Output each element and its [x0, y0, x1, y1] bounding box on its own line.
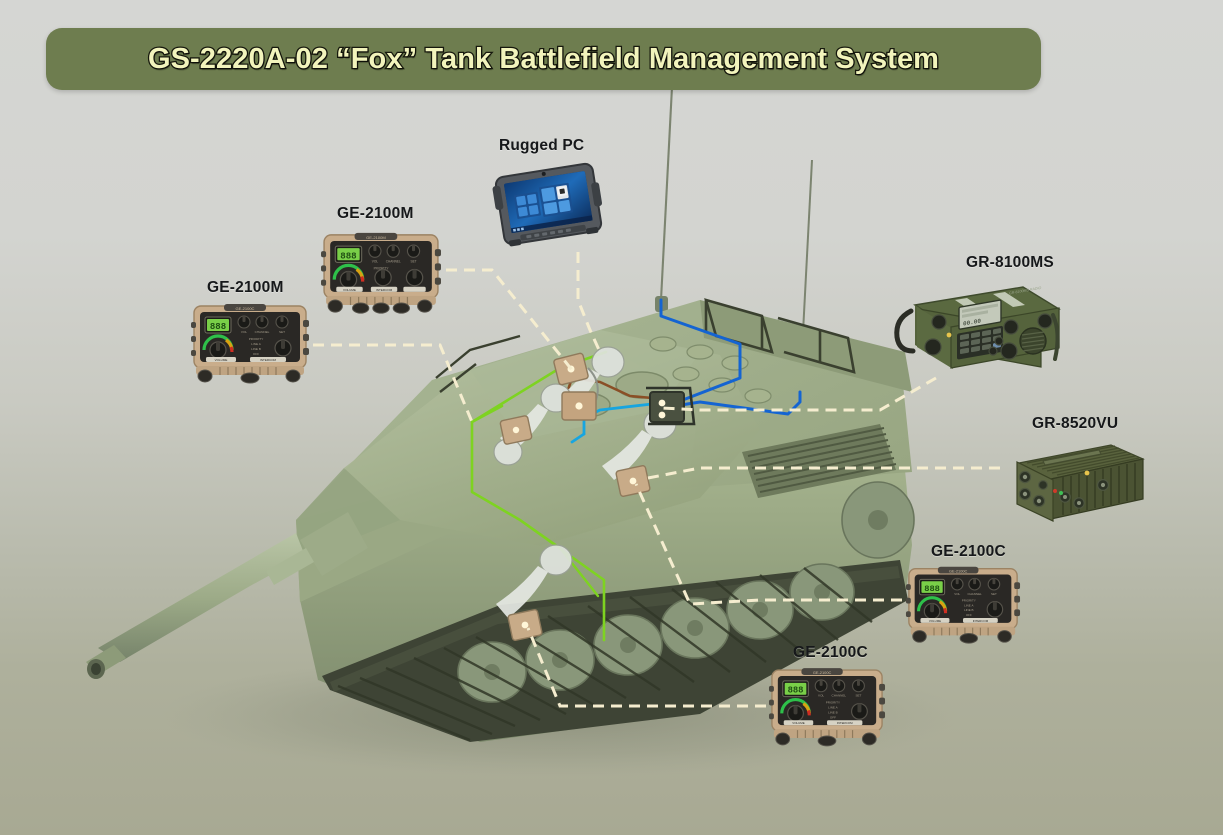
- svg-text:00.00: 00.00: [963, 317, 981, 327]
- callout-lines: [313, 252, 1000, 708]
- callout-line-ge2100m-upper: [446, 268, 574, 371]
- strip-intercom: INTERCOM: [376, 288, 393, 292]
- intercom-unit-graphic: GE-2100C 888 VOL CHANNEL SET: [768, 668, 886, 747]
- power-amplifier-graphic: [1016, 444, 1145, 522]
- label-rugged-pc: Rugged PC: [499, 137, 585, 154]
- svg-text:GR-8100MS RADIO: GR-8100MS RADIO: [1009, 286, 1041, 296]
- device-ge-2100m-left[interactable]: GE-2100C 888 VOL CHANNEL SET: [190, 300, 310, 385]
- callout-line-rugged-pc: [576, 252, 602, 353]
- thermal-sleeve: [266, 548, 314, 585]
- label-ge-2100m-left: GE-2100M: [207, 279, 284, 296]
- svg-text:PRIORITY: PRIORITY: [374, 266, 390, 270]
- strip-volume: VOLUME: [792, 721, 804, 725]
- track-assembly: [322, 481, 915, 742]
- svg-text:CHANNEL: CHANNEL: [967, 592, 982, 596]
- lcd-readout: 888: [788, 686, 804, 696]
- lcd-readout: 888: [924, 584, 940, 594]
- intercom-unit-graphic: GE-2100M 888 VOL CHANNEL SET: [321, 232, 441, 314]
- strip-volume: VOLUME: [929, 619, 941, 623]
- intercom-unit-graphic: GE-2100C 888 VOL CHANNEL SET: [905, 566, 1021, 644]
- main-gun: [86, 512, 368, 679]
- stowage-basket: [704, 298, 856, 374]
- strip-intercom: INTERCOM: [973, 619, 989, 623]
- svg-text:VOL: VOL: [818, 694, 824, 698]
- unit-badge: GE-2100C: [236, 306, 255, 311]
- strip-intercom: INTERCOM: [260, 358, 277, 362]
- fender-right: [700, 300, 912, 392]
- callout-line-ge2100c-bottom: [526, 627, 766, 708]
- label-ge-2100c-right: GE-2100C: [931, 543, 1006, 560]
- intercom-unit-graphic: GE-2100C 888 VOL CHANNEL SET: [191, 304, 309, 384]
- svg-text:LINE B: LINE B: [828, 710, 838, 714]
- unit-badge: GE-2100C: [813, 670, 832, 675]
- svg-text:LINE B: LINE B: [964, 608, 973, 612]
- device-ge-2100m-upper[interactable]: GE-2100M 888 VOL CHANNEL SET: [320, 228, 442, 316]
- svg-text:OFF: OFF: [253, 352, 259, 356]
- strip-intercom: INTERCOM: [837, 721, 853, 725]
- svg-text:SET: SET: [410, 259, 416, 263]
- svg-text:VOL: VOL: [954, 592, 960, 596]
- svg-text:CHANNEL: CHANNEL: [832, 694, 847, 698]
- device-rugged-pc[interactable]: [492, 160, 604, 255]
- svg-text:PRIORITY: PRIORITY: [962, 599, 976, 603]
- svg-text:SET: SET: [279, 330, 285, 334]
- svg-text:OFF: OFF: [966, 613, 972, 617]
- antenna-left: [659, 86, 674, 301]
- device-ge-2100c-bottom[interactable]: GE-2100C 888 VOL CHANNEL SET: [768, 663, 886, 749]
- rugged-tablet-graphic: [492, 162, 603, 247]
- device-ge-2100c-right[interactable]: GE-2100C 888 VOL CHANNEL SET: [905, 562, 1021, 646]
- callout-line-gr8520vu: [647, 466, 1000, 480]
- svg-text:LINE B: LINE B: [251, 347, 261, 351]
- label-ge-2100m-upper: GE-2100M: [337, 205, 414, 222]
- svg-text:VOL: VOL: [241, 330, 247, 334]
- device-gr-8100ms[interactable]: 00.00: [893, 275, 1063, 385]
- manpack-radio-graphic: 00.00: [894, 286, 1061, 369]
- label-ge-2100c-bottom: GE-2100C: [793, 644, 868, 661]
- callout-line-ge2100m-left: [313, 343, 474, 423]
- label-gr-8100ms: GR-8100MS: [966, 254, 1054, 271]
- svg-text:LINE A: LINE A: [251, 342, 262, 346]
- svg-text:PRIORITY: PRIORITY: [249, 337, 264, 341]
- gun-barrel: [98, 533, 305, 662]
- lcd-readout: 888: [340, 250, 356, 261]
- svg-text:SET: SET: [991, 592, 997, 596]
- unit-badge: GE-2100C: [949, 570, 967, 574]
- svg-text:PRIORITY: PRIORITY: [826, 701, 840, 705]
- callout-line-gr8100ms: [661, 376, 937, 412]
- muzzle-brake: [86, 645, 126, 679]
- svg-text:LINE A: LINE A: [828, 705, 838, 709]
- cable-antenna-blue: [659, 298, 742, 410]
- svg-text:CHANNEL: CHANNEL: [255, 330, 270, 334]
- page-title: GS-2220A-02 “Fox” Tank Battlefield Manag…: [147, 41, 941, 76]
- label-gr-8520vu: GR-8520VU: [1032, 415, 1119, 432]
- svg-text:LINE A: LINE A: [964, 603, 973, 607]
- device-gr-8520vu[interactable]: [1003, 437, 1148, 525]
- strip-volume: VOLUME: [215, 358, 228, 362]
- tank-vehicle: [86, 298, 915, 742]
- svg-text:VOL: VOL: [372, 259, 379, 263]
- cable-data-cyan-2: [570, 432, 586, 444]
- cable-antenna-blue-2: [660, 390, 802, 416]
- strip-volume: VOLUME: [343, 288, 356, 292]
- lcd-readout: 888: [210, 322, 226, 332]
- svg-text:SET: SET: [856, 694, 862, 698]
- svg-text:CHANNEL: CHANNEL: [386, 259, 401, 263]
- track-links: [337, 567, 873, 742]
- unit-badge: GE-2100M: [366, 235, 386, 240]
- front-rails: [435, 334, 521, 393]
- svg-text:OFF: OFF: [830, 715, 836, 719]
- callout-line-ge2100c-right: [634, 483, 902, 606]
- page-title-banner: GS-2220A-02 “Fox” Tank Battlefield Manag…: [46, 28, 1041, 90]
